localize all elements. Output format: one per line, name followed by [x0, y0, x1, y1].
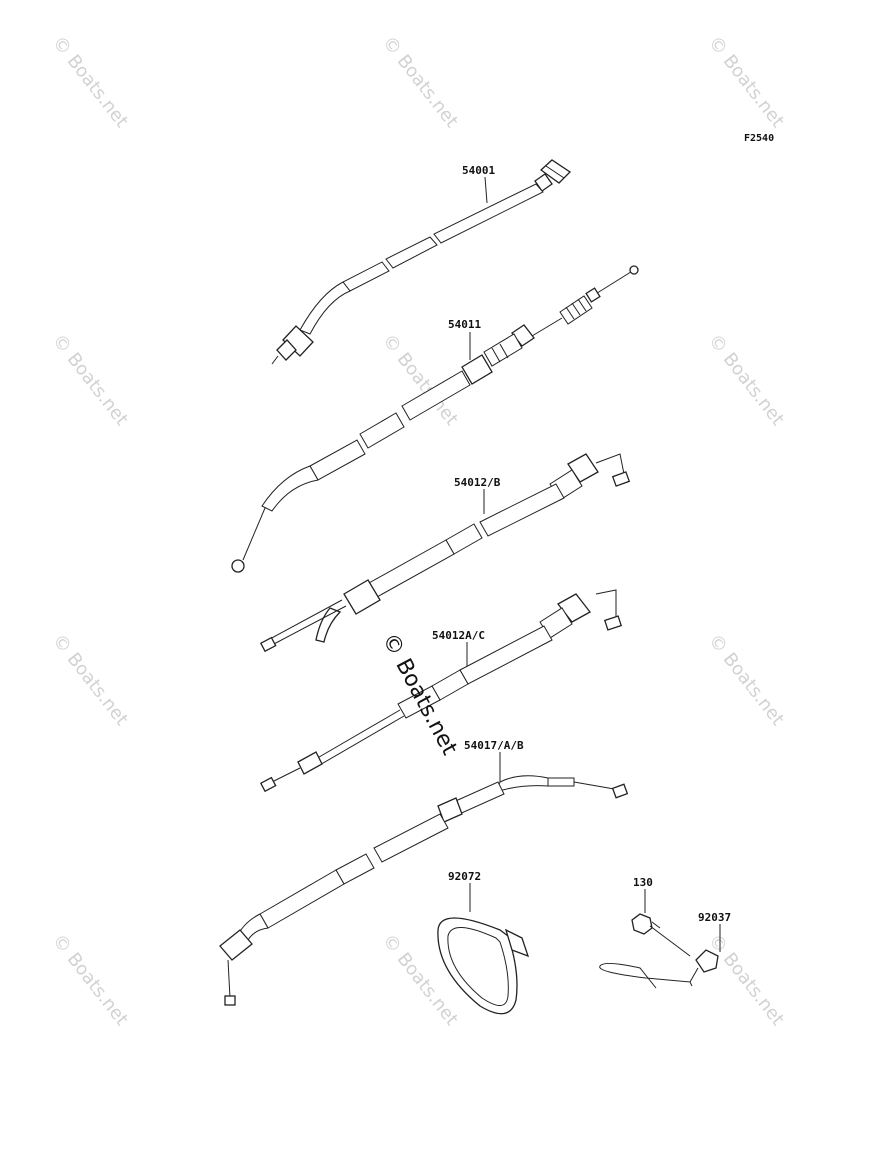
- clamp-92037: [599, 949, 719, 989]
- cable-54001: [271, 159, 572, 365]
- cable-54011: [231, 265, 639, 573]
- watermark: © Boats.net: [48, 930, 132, 1029]
- part-label-54012-b: 54012/B: [454, 476, 501, 489]
- watermark: © Boats.net: [704, 330, 788, 429]
- leader-54001: [484, 176, 488, 204]
- part-label-130: 130: [633, 876, 653, 889]
- part-label-92037: 92037: [698, 911, 731, 924]
- watermark: © Boats.net: [704, 630, 788, 729]
- part-label-54017-a-b: 54017/A/B: [464, 739, 524, 752]
- bolt-130: [631, 913, 691, 957]
- watermark: © Boats.net: [48, 32, 132, 131]
- watermark: © Boats.net: [48, 630, 132, 729]
- part-label-54011: 54011: [448, 318, 481, 331]
- cable-54017-a-b: [219, 775, 629, 1006]
- watermark: © Boats.net: [704, 32, 788, 131]
- part-label-54001: 54001: [462, 164, 495, 177]
- part-label-54012a-c: 54012A/C: [432, 629, 485, 642]
- figure-id: F2540: [744, 133, 774, 144]
- watermark: © Boats.net: [704, 930, 788, 1029]
- watermark-layer: © Boats.net © Boats.net © Boats.net © Bo…: [48, 32, 788, 1029]
- watermark: © Boats.net: [48, 330, 132, 429]
- part-label-92072: 92072: [448, 870, 481, 883]
- band-92072: [437, 917, 530, 1015]
- cable-54012a-c: [259, 589, 623, 793]
- cable-54012-b: [259, 453, 631, 653]
- watermark: © Boats.net: [378, 32, 462, 131]
